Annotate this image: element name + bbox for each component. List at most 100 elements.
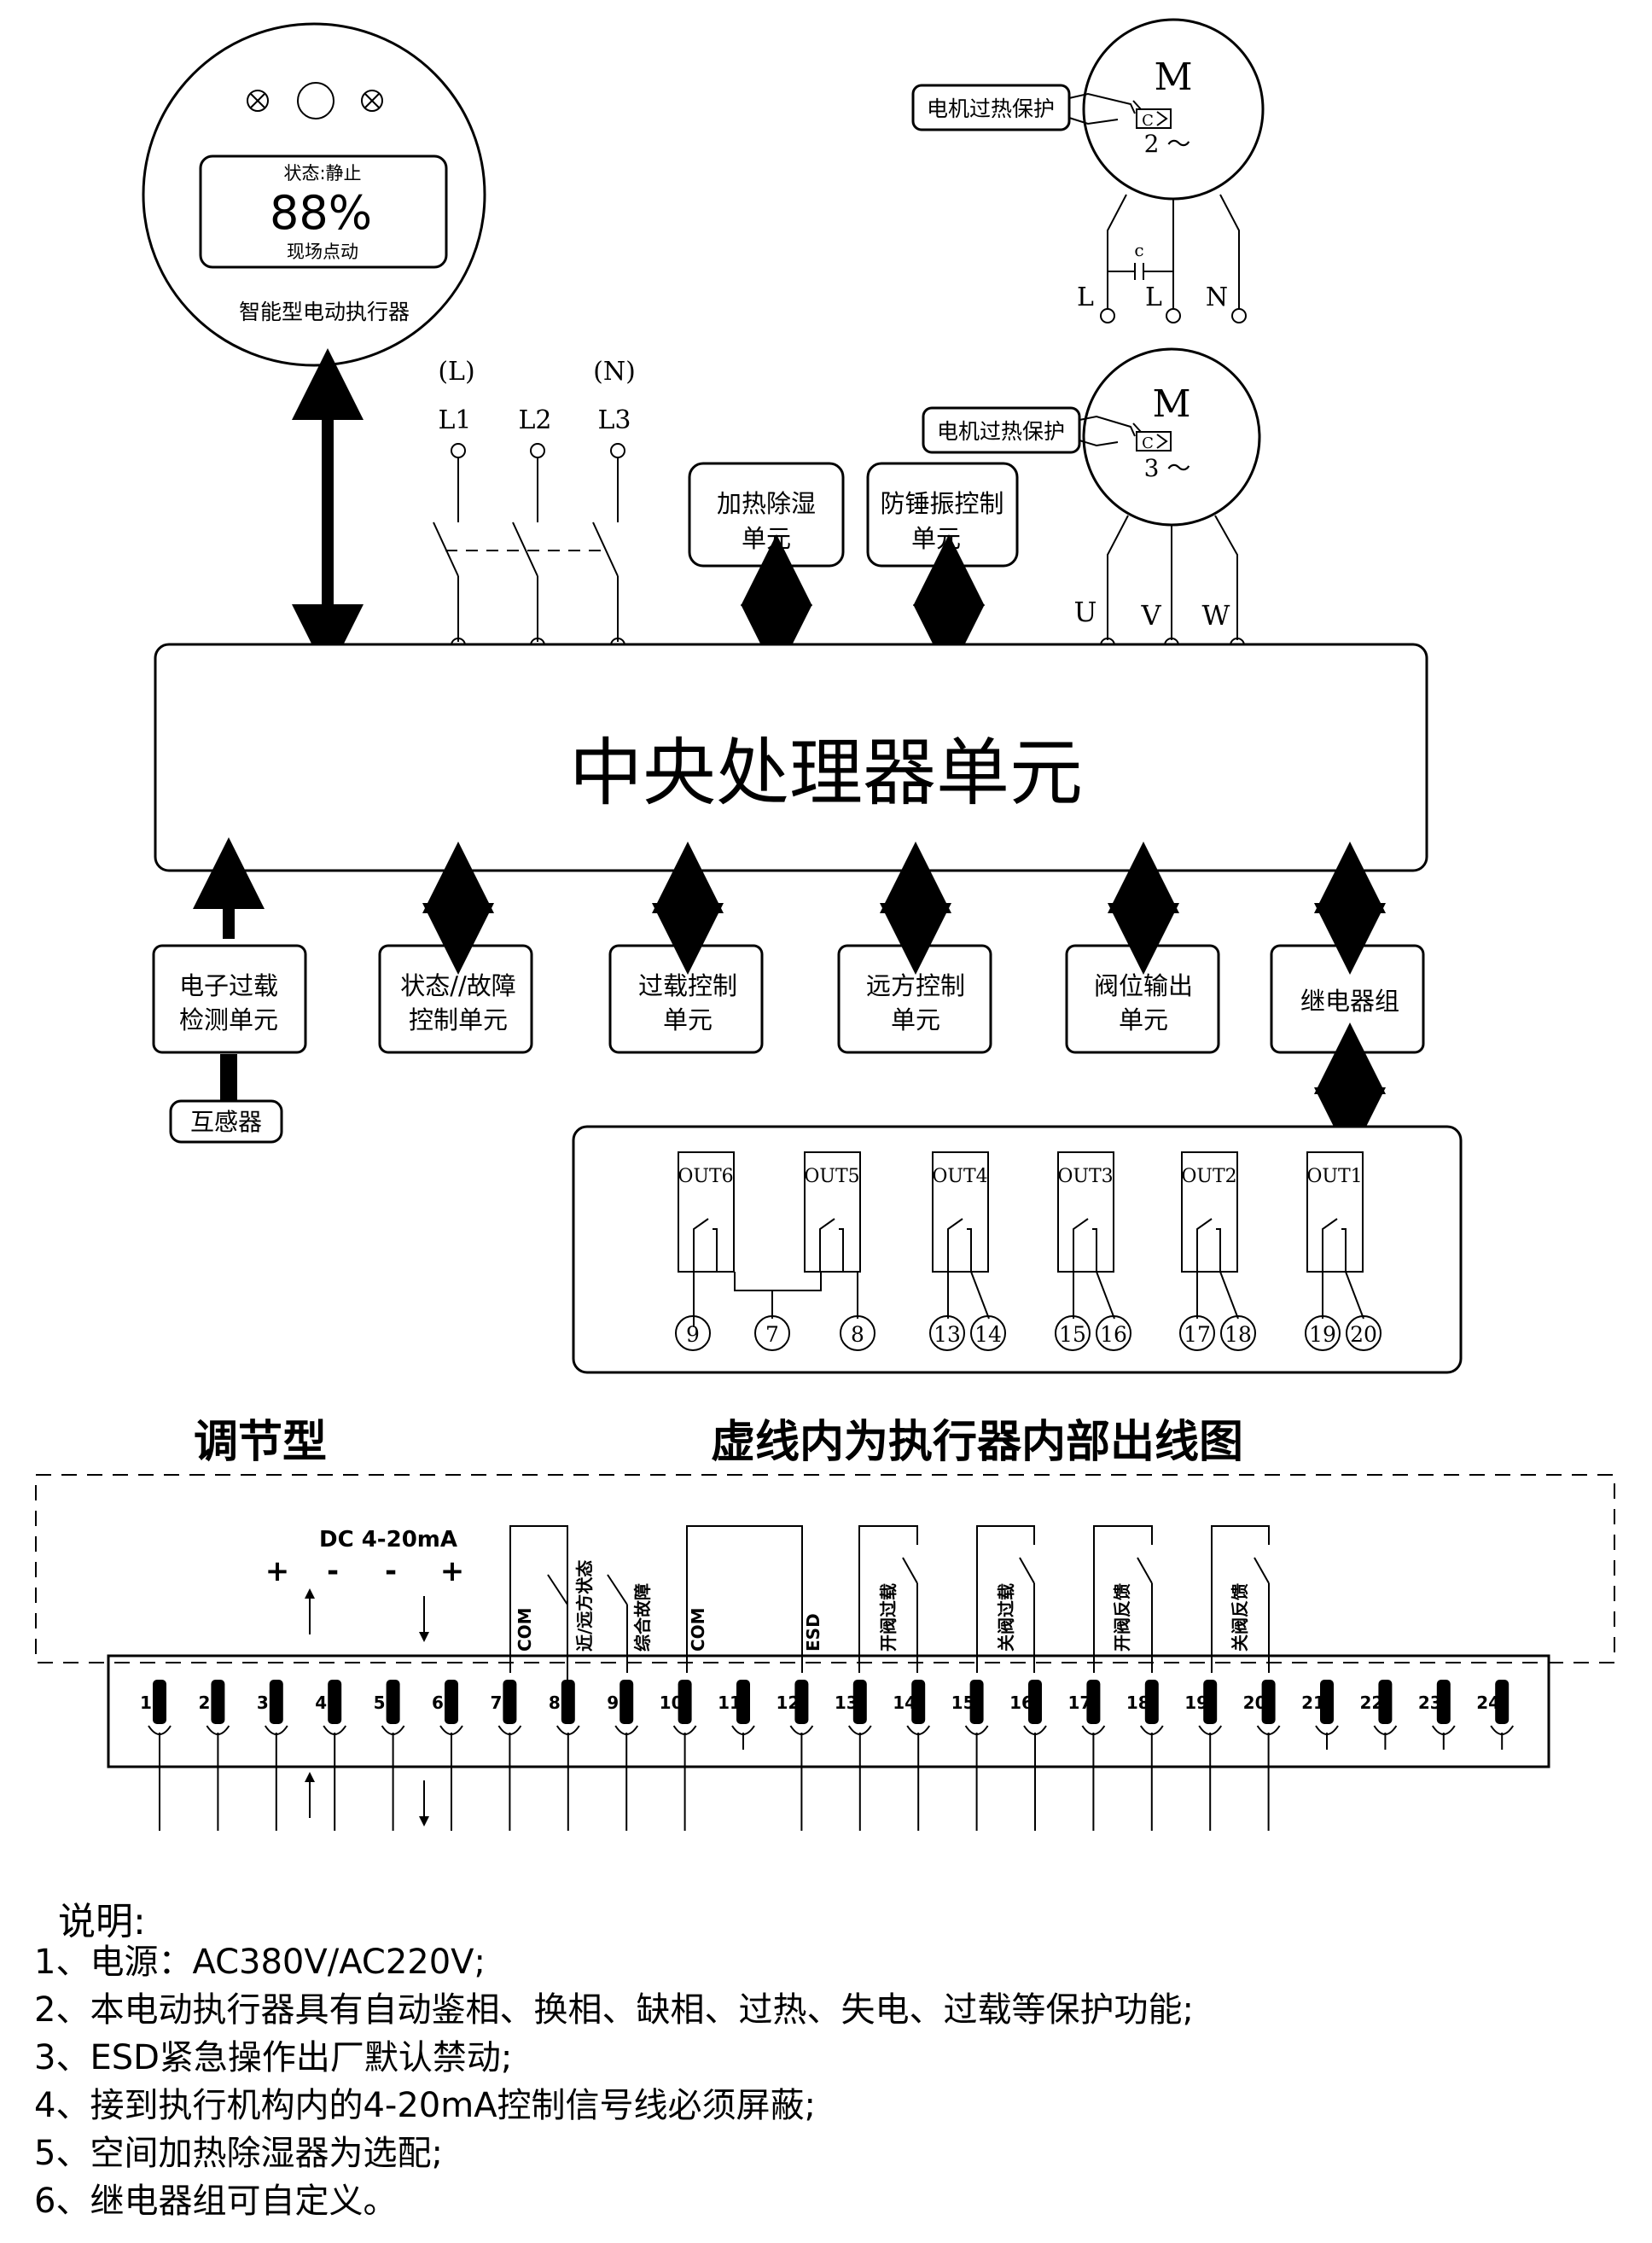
relay-label: OUT1	[1306, 1166, 1362, 1187]
transformer: 互感器	[169, 1099, 283, 1144]
minus-sign: -	[327, 1554, 339, 1588]
strip-label: COM	[688, 1607, 708, 1652]
terminal-number: 2	[198, 1692, 210, 1713]
motor-letter: M	[1154, 55, 1192, 99]
terminal-number: 7	[490, 1692, 502, 1713]
unit-line2: 单元	[1119, 1005, 1168, 1034]
screw-terminal[interactable]: 23	[1418, 1680, 1456, 1750]
relay-label: OUT2	[1181, 1166, 1236, 1187]
sensor-c-label: C	[1142, 434, 1154, 452]
screw-terminal[interactable]: 14	[893, 1680, 931, 1831]
overheat-label-box	[922, 406, 1081, 454]
terminal-number: 16	[1100, 1322, 1127, 1347]
screw-terminal[interactable]: 2	[198, 1680, 230, 1831]
terminal-board	[107, 1654, 1550, 1768]
motor-phase: 2 ～	[1144, 130, 1191, 158]
overheat-label: 电机过热保护	[937, 419, 1065, 444]
unit-line1: 远方控制	[866, 971, 965, 1000]
capacitor-label: c	[1134, 240, 1143, 260]
screw-terminal[interactable]: 10	[660, 1680, 697, 1831]
terminal-number: 8	[851, 1322, 864, 1347]
terminal-label: L	[1145, 283, 1162, 312]
screw-terminal[interactable]: 21	[1301, 1680, 1339, 1750]
unit-line2: 单元	[911, 524, 961, 553]
cross-circle-icon	[247, 90, 269, 112]
terminal-number: 15	[1059, 1322, 1086, 1347]
overload-detect-unit	[152, 944, 307, 1054]
relay-terminal: 14	[970, 1315, 1006, 1351]
unit-line1: 继电器组	[1300, 987, 1399, 1016]
screw-terminal[interactable]: 19	[1184, 1680, 1223, 1831]
sensor-c-label: C	[1142, 112, 1154, 130]
screw-terminal[interactable]: 17	[1067, 1680, 1106, 1831]
strip-label: 综合故障	[632, 1583, 653, 1652]
actuator-name: 智能型电动执行器	[239, 300, 410, 324]
relay-out6: OUT6	[678, 1151, 735, 1273]
motor-phase: 3 ～	[1144, 454, 1191, 482]
screw-terminal[interactable]: 12	[776, 1680, 814, 1831]
screw-terminal[interactable]: 5	[374, 1680, 405, 1831]
lcd-screen	[199, 154, 448, 269]
screw-terminal[interactable]: 6	[432, 1680, 463, 1831]
note-item: 6、继电器组可自定义。	[34, 2182, 398, 2221]
relay-terminal: 16	[1096, 1315, 1131, 1351]
relay-terminal: 20	[1346, 1315, 1382, 1351]
mode-text: 现场点动	[287, 242, 358, 262]
terminal-number: 14	[974, 1322, 1002, 1347]
strip-label: 近/远方状态	[574, 1560, 595, 1652]
unit-line2: 检测单元	[179, 1005, 278, 1034]
relay-terminal: 19	[1305, 1315, 1341, 1351]
screw-terminal[interactable]: 15	[951, 1680, 989, 1831]
screw-terminal[interactable]: 22	[1359, 1680, 1398, 1750]
notes-title: 说明:	[58, 1900, 146, 1943]
cpu-label: 中央处理器单元	[569, 731, 1083, 816]
unit-line2: 单元	[891, 1005, 940, 1034]
terminal-number: 20	[1350, 1322, 1377, 1347]
screw-terminal[interactable]: 7	[490, 1680, 522, 1831]
relay-terminal: 8	[840, 1315, 875, 1351]
terminal-number: 18	[1224, 1322, 1252, 1347]
line-label: L2	[518, 405, 551, 435]
terminal-number: 7	[765, 1322, 779, 1347]
minus-sign: -	[385, 1554, 397, 1588]
screw-terminal[interactable]: 20	[1243, 1680, 1281, 1831]
circle-icon	[297, 82, 334, 119]
power-supply: (L) (N) L1 L2 L3	[433, 357, 636, 653]
relay-label: OUT6	[678, 1166, 733, 1187]
strip-label: 开阀过载	[878, 1583, 899, 1652]
line-label: L1	[438, 405, 471, 435]
terminal-number: 4	[315, 1692, 327, 1713]
screw-terminal[interactable]: 18	[1126, 1680, 1164, 1831]
terminal-label: N	[1206, 283, 1228, 312]
screw-terminal[interactable]: 11	[718, 1680, 755, 1750]
heating-unit: 加热除湿 单元	[688, 462, 845, 568]
anti-water-hammer-unit: 防锤振控制 单元	[866, 462, 1019, 568]
terminal-number: 3	[257, 1692, 269, 1713]
screw-terminal[interactable]: 16	[1009, 1680, 1047, 1831]
screw-terminal[interactable]: 8	[549, 1680, 580, 1831]
terminal-number: 6	[432, 1692, 444, 1713]
screw-terminal[interactable]: 4	[315, 1680, 347, 1831]
note-item: 5、空间加热除湿器为选配;	[34, 2134, 443, 2173]
screw-terminal[interactable]: 3	[257, 1680, 288, 1831]
screw-terminal[interactable]: 1	[140, 1680, 172, 1831]
relay-out3: OUT3	[1057, 1151, 1114, 1273]
line-label: L3	[597, 405, 631, 435]
terminal-label: W	[1202, 599, 1230, 632]
screw-terminal[interactable]: 13	[835, 1680, 872, 1831]
strip-label: 关阀反馈	[1230, 1583, 1250, 1652]
screw-terminal[interactable]: 24	[1476, 1680, 1515, 1750]
relay-terminal: 15	[1055, 1315, 1091, 1351]
unit-line1: 状态//故障	[400, 971, 516, 1000]
terminal-label: U	[1074, 596, 1097, 628]
dashed-heading: 虚线内为执行器内部出线图	[711, 1417, 1243, 1468]
unit-line1: 过载控制	[638, 971, 737, 1000]
terminal-number: 19	[1309, 1322, 1336, 1347]
terminal-label: V	[1140, 599, 1161, 632]
percent-text: 88%	[270, 186, 372, 240]
screw-terminal[interactable]: 9	[607, 1680, 639, 1831]
relay-label: OUT4	[932, 1166, 987, 1187]
